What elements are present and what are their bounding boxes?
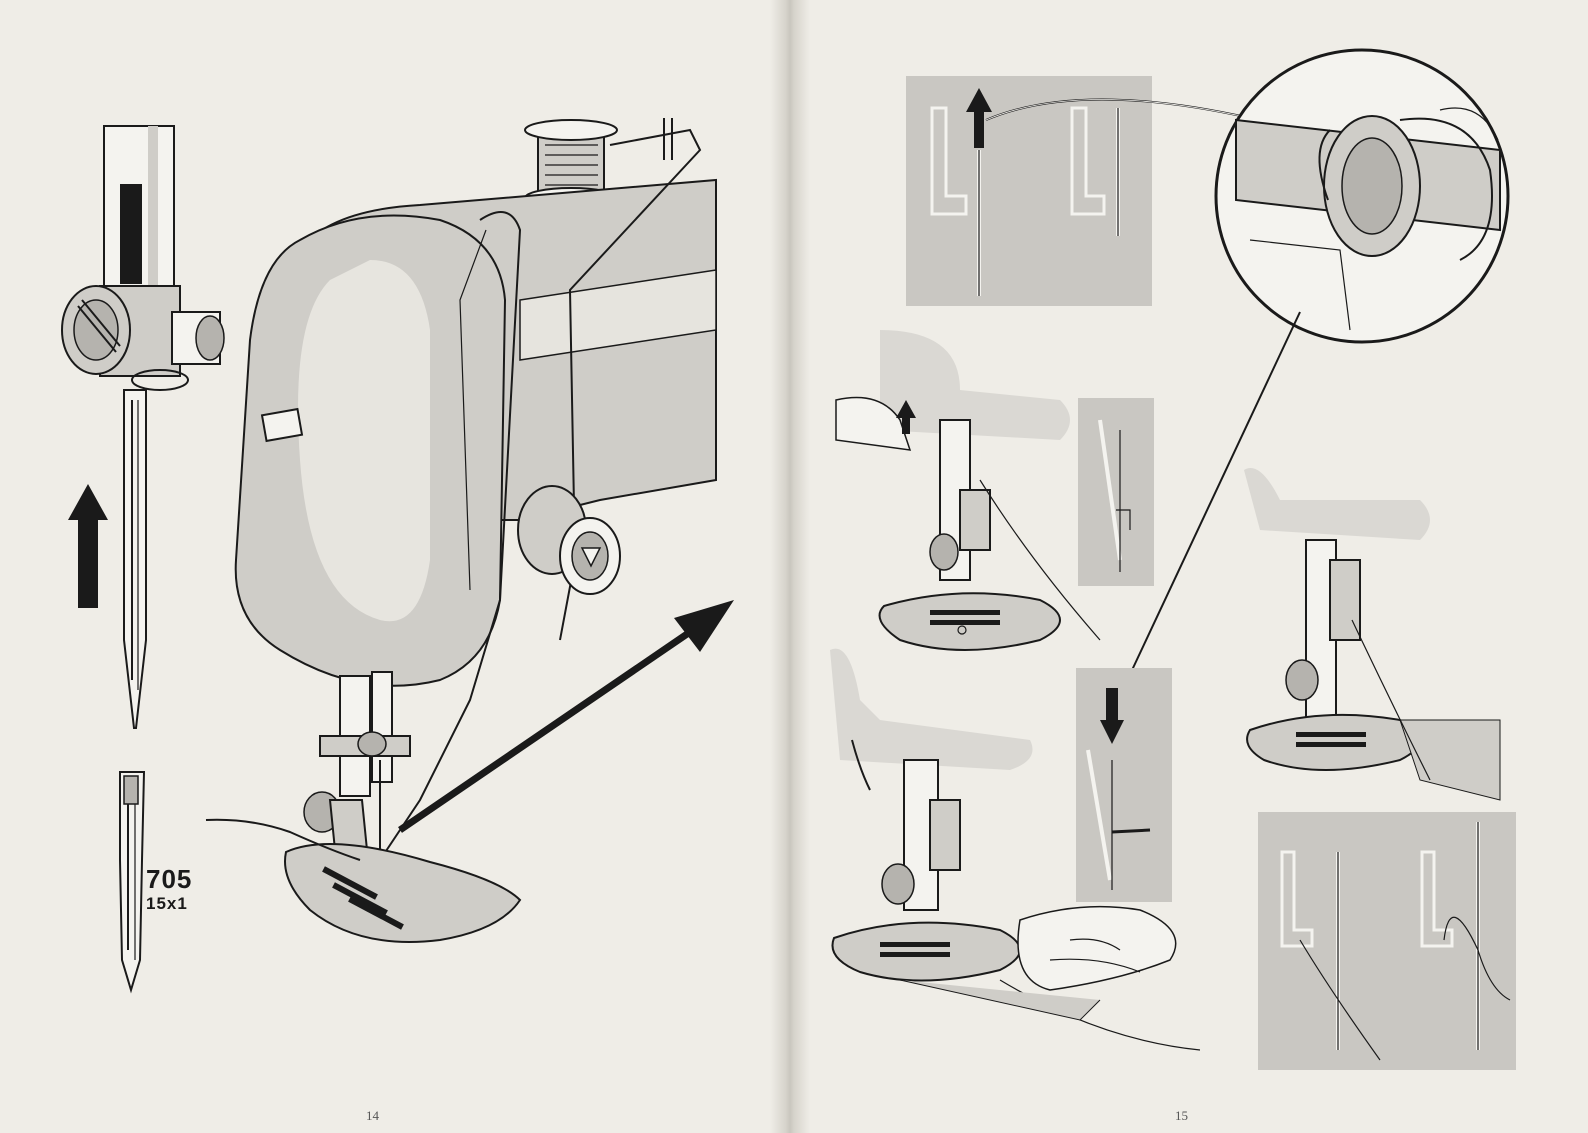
page-number-right: 15 (1175, 1108, 1188, 1123)
panel-fabric-hand (830, 648, 1201, 1051)
needle-clamp-illustration (61, 125, 225, 729)
sewing-machine-illustration (205, 118, 717, 943)
page-number-left: 14 (366, 1108, 379, 1123)
needle-size-label: 15x1 (146, 894, 188, 913)
panel-needle-thread-pair (1258, 812, 1516, 1070)
panel-needle-eye (1078, 398, 1154, 586)
diagonal-arrow-icon (398, 600, 734, 833)
book-gutter (770, 0, 810, 1133)
panel-needle-lower (1076, 668, 1172, 902)
needle-system-number: 705 (146, 864, 193, 894)
needle-705-illustration (119, 771, 146, 994)
needle-code-label: 705 15x1 (146, 866, 192, 912)
arrow-up-icon (68, 484, 108, 608)
magnifier-handwheel-detail (1214, 48, 1510, 344)
panel-presser-lever (835, 330, 1101, 651)
panel-needle-raise (906, 76, 1152, 306)
panel-threaded-foot (1244, 468, 1501, 801)
